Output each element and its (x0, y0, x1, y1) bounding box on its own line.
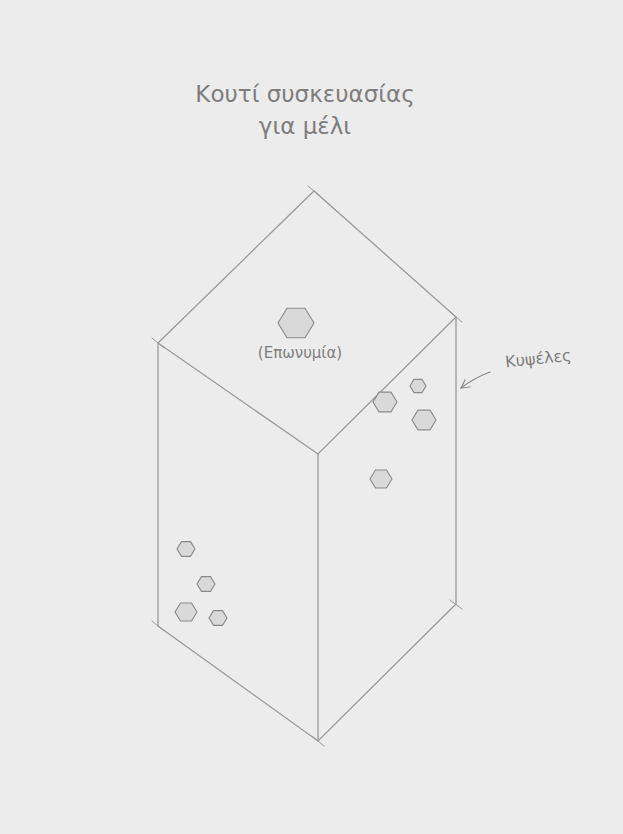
box-edge (157, 343, 158, 626)
leader-line (461, 372, 490, 388)
top-face (158, 191, 456, 454)
box-edge (317, 454, 318, 741)
hexagon-cell (209, 611, 227, 626)
hexagon-cell (370, 470, 392, 488)
corner-mark (152, 186, 462, 746)
honeycomb-cells (175, 308, 436, 625)
leader-arrow (461, 372, 490, 388)
hexagon-cell (175, 603, 197, 621)
brand-label: (Επωνυμία) (258, 344, 342, 362)
box-edge (455, 317, 456, 604)
title: Κουτί συσκευασίας για μέλι (175, 78, 435, 142)
hexagon-cell (177, 542, 195, 557)
box-outline (152, 186, 462, 746)
hexagon-cell (278, 308, 314, 338)
box-edge (158, 604, 456, 741)
arrow-head (461, 380, 470, 388)
hexagon-cell (197, 577, 215, 592)
hexagon-cell (410, 379, 426, 392)
hexagon-cell (412, 410, 436, 430)
hexagon-cell (373, 392, 397, 412)
